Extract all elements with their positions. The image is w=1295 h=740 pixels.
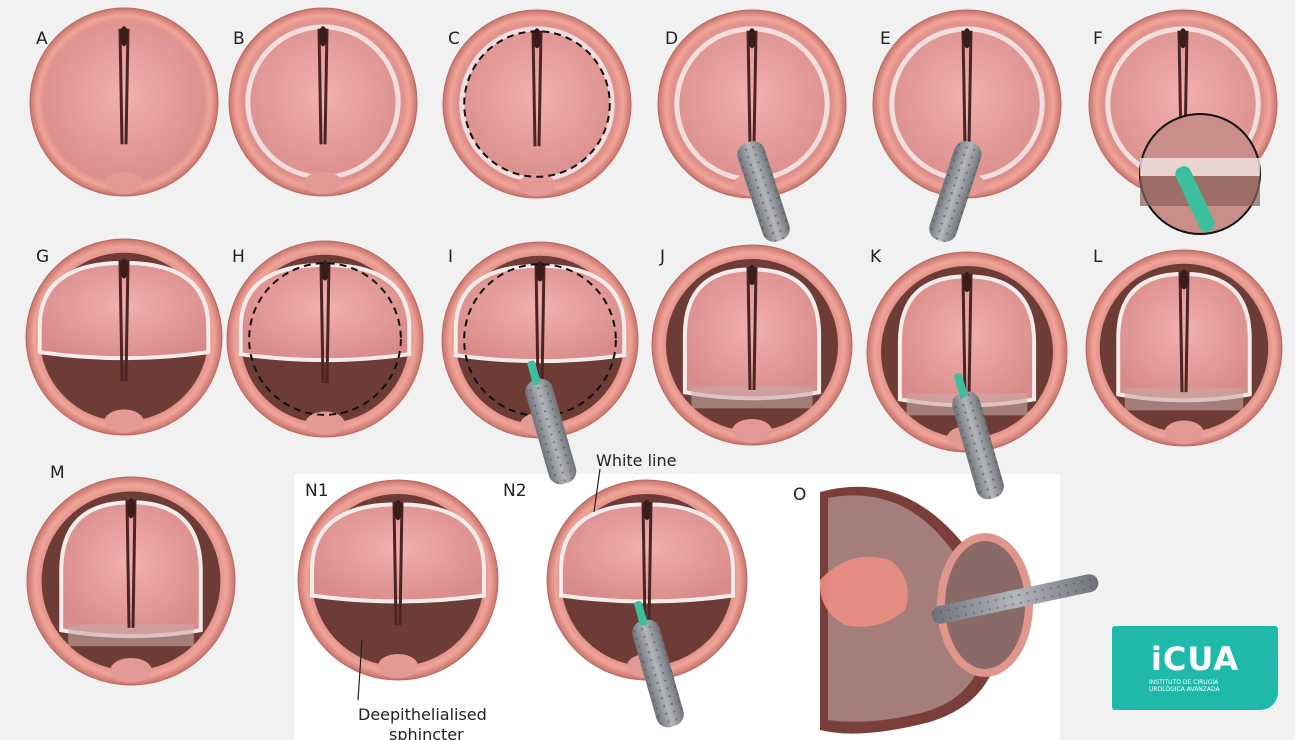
panel-label-c: C [448,29,460,49]
white-line-label: White line [596,451,676,470]
panel-k-view [867,252,1067,502]
icua-logo: iCUA INSTITUTO DE CIRUGÍA UROLÓGICA AVAN… [1112,626,1278,710]
panel-m-view [27,477,235,685]
panel-d-view [658,10,846,245]
panel-label-l: L [1093,247,1103,267]
panel-label-j: J [659,247,665,267]
panel-label-n2: N2 [503,481,527,501]
panel-label-a: A [36,29,48,49]
deepithelialised-label: Deepithelialised [358,705,487,724]
panel-g-view [26,239,222,435]
panel-a-view [30,8,218,196]
panel-label-g: G [36,247,49,267]
panel-label-d: D [665,29,678,49]
logo-wordmark: iCUA [1151,643,1239,675]
panel-label-h: H [232,247,245,267]
panel-label-b: B [233,29,245,49]
sphincter-label: sphincter [389,725,464,740]
panel-l-view [1086,250,1282,446]
logo-line-1: INSTITUTO DE CIRUGÍA [1149,679,1259,686]
logo-subtitle: INSTITUTO DE CIRUGÍA UROLÓGICA AVANZADA [1149,679,1259,693]
panel-c-view [443,10,631,198]
panel-label-f: F [1093,29,1103,49]
panel-label-i: I [448,247,453,267]
panel-n1-view [298,480,498,680]
panel-f-view [1089,10,1277,234]
panel-b-view [229,8,417,196]
panel-label-o: O [793,485,806,505]
panel-label-k: K [870,247,882,267]
panel-label-e: E [880,29,891,49]
panel-e-view [873,10,1061,245]
panel-label-m: M [50,463,65,483]
logo-line-2: UROLÓGICA AVANZADA [1149,686,1259,693]
panel-j-view [652,245,852,445]
panel-h-view [227,241,423,437]
panel-label-n1: N1 [305,481,329,501]
